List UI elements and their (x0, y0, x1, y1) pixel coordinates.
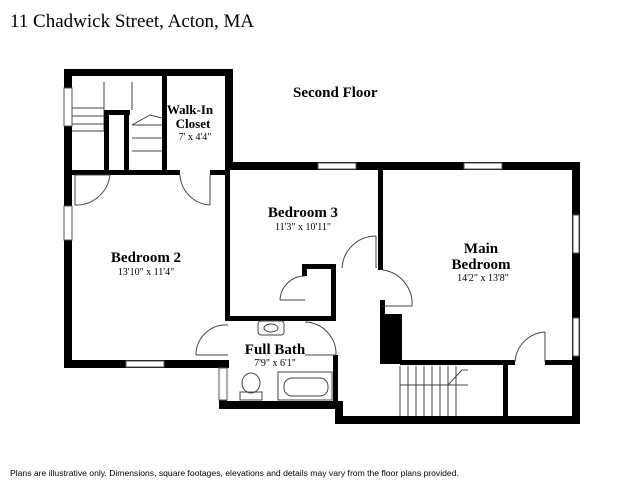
wall-bed2-top-b (110, 170, 180, 175)
wall-bed2-top-a (72, 170, 112, 175)
wall-main-bottom-b (545, 360, 575, 365)
window-main-top (463, 162, 503, 170)
room-bed2-dims: 13'10" x 11'4" (118, 267, 174, 278)
room-main-dims: 14'2" x 13'8" (457, 273, 509, 284)
stair-rail-right (124, 110, 129, 170)
disclaimer: Plans are illustrative only. Dimensions,… (10, 468, 459, 478)
door-swings (74, 174, 546, 363)
toilet-tank (239, 391, 263, 401)
room-bath-dims: 7'9" x 6'1" (254, 358, 296, 369)
toilet-bowl (241, 372, 261, 394)
sink (257, 320, 285, 336)
wall-bed3-closet-top (302, 264, 336, 269)
stair-top-left (72, 82, 163, 170)
room-bed2-name: Bedroom 2 (111, 250, 181, 266)
room-bath-name: Full Bath (245, 342, 306, 358)
wall-top-right (225, 162, 580, 170)
room-bed3-dims: 11'3" x 10'11" (275, 222, 331, 233)
interior-walls (72, 76, 575, 420)
address-title: 11 Chadwick Street, Acton, MA (10, 11, 254, 32)
wall-bed3-bottom (225, 316, 335, 321)
wall-bottom-step (335, 401, 343, 424)
window-bed2-left (63, 205, 73, 241)
room-main-name-1: Main (464, 241, 499, 257)
wall-bed2-right (225, 170, 230, 320)
wall-top-left (64, 69, 232, 76)
wall-bed3-closet-right (331, 264, 336, 321)
wall-closet-left (162, 76, 167, 172)
window-main-right-upper (572, 214, 580, 254)
room-labels: Walk-In Closet 7' x 4'4" Bedroom 3 11'3"… (111, 102, 511, 369)
room-main-name-2: Bedroom (452, 257, 511, 273)
wall-closet-right (225, 69, 233, 169)
stair-rail-left (104, 110, 109, 170)
exterior-walls (64, 69, 580, 424)
wall-bottom-bath (219, 401, 343, 409)
bathtub-inner (283, 377, 329, 397)
wall-main-bottom (400, 360, 515, 365)
wall-bed2-top-c (210, 170, 227, 175)
window-bath (218, 367, 228, 401)
wall-main-left-low (380, 300, 385, 364)
bathtub (277, 371, 333, 401)
wall-bottom-right (335, 416, 580, 424)
wall-main-closet (503, 360, 508, 420)
window-bed2-bottom (125, 360, 165, 368)
room-walkin-dims: 7' x 4'4" (179, 132, 212, 143)
wall-chimney (380, 314, 402, 364)
bath-fixtures (239, 320, 333, 401)
room-bed3-name: Bedroom 3 (268, 205, 338, 221)
room-walkin-name-1: Walk-In (167, 102, 214, 117)
floor-title: Second Floor (293, 85, 378, 101)
wall-bed3-right-top (378, 170, 383, 270)
windows (63, 87, 580, 401)
window-bed3-top (317, 162, 357, 170)
wall-bed3-closet-left (302, 264, 307, 276)
wall-bath-right (333, 355, 338, 405)
stair-bottom (399, 366, 468, 416)
window-main-right-lower (572, 317, 580, 357)
wall-right (572, 162, 580, 424)
wall-bath-top-r (305, 316, 335, 321)
room-walkin-name-2: Closet (176, 116, 211, 131)
sink-bowl (263, 323, 279, 333)
stair-rail-top (104, 110, 130, 115)
window-bed2-upper (63, 87, 73, 127)
